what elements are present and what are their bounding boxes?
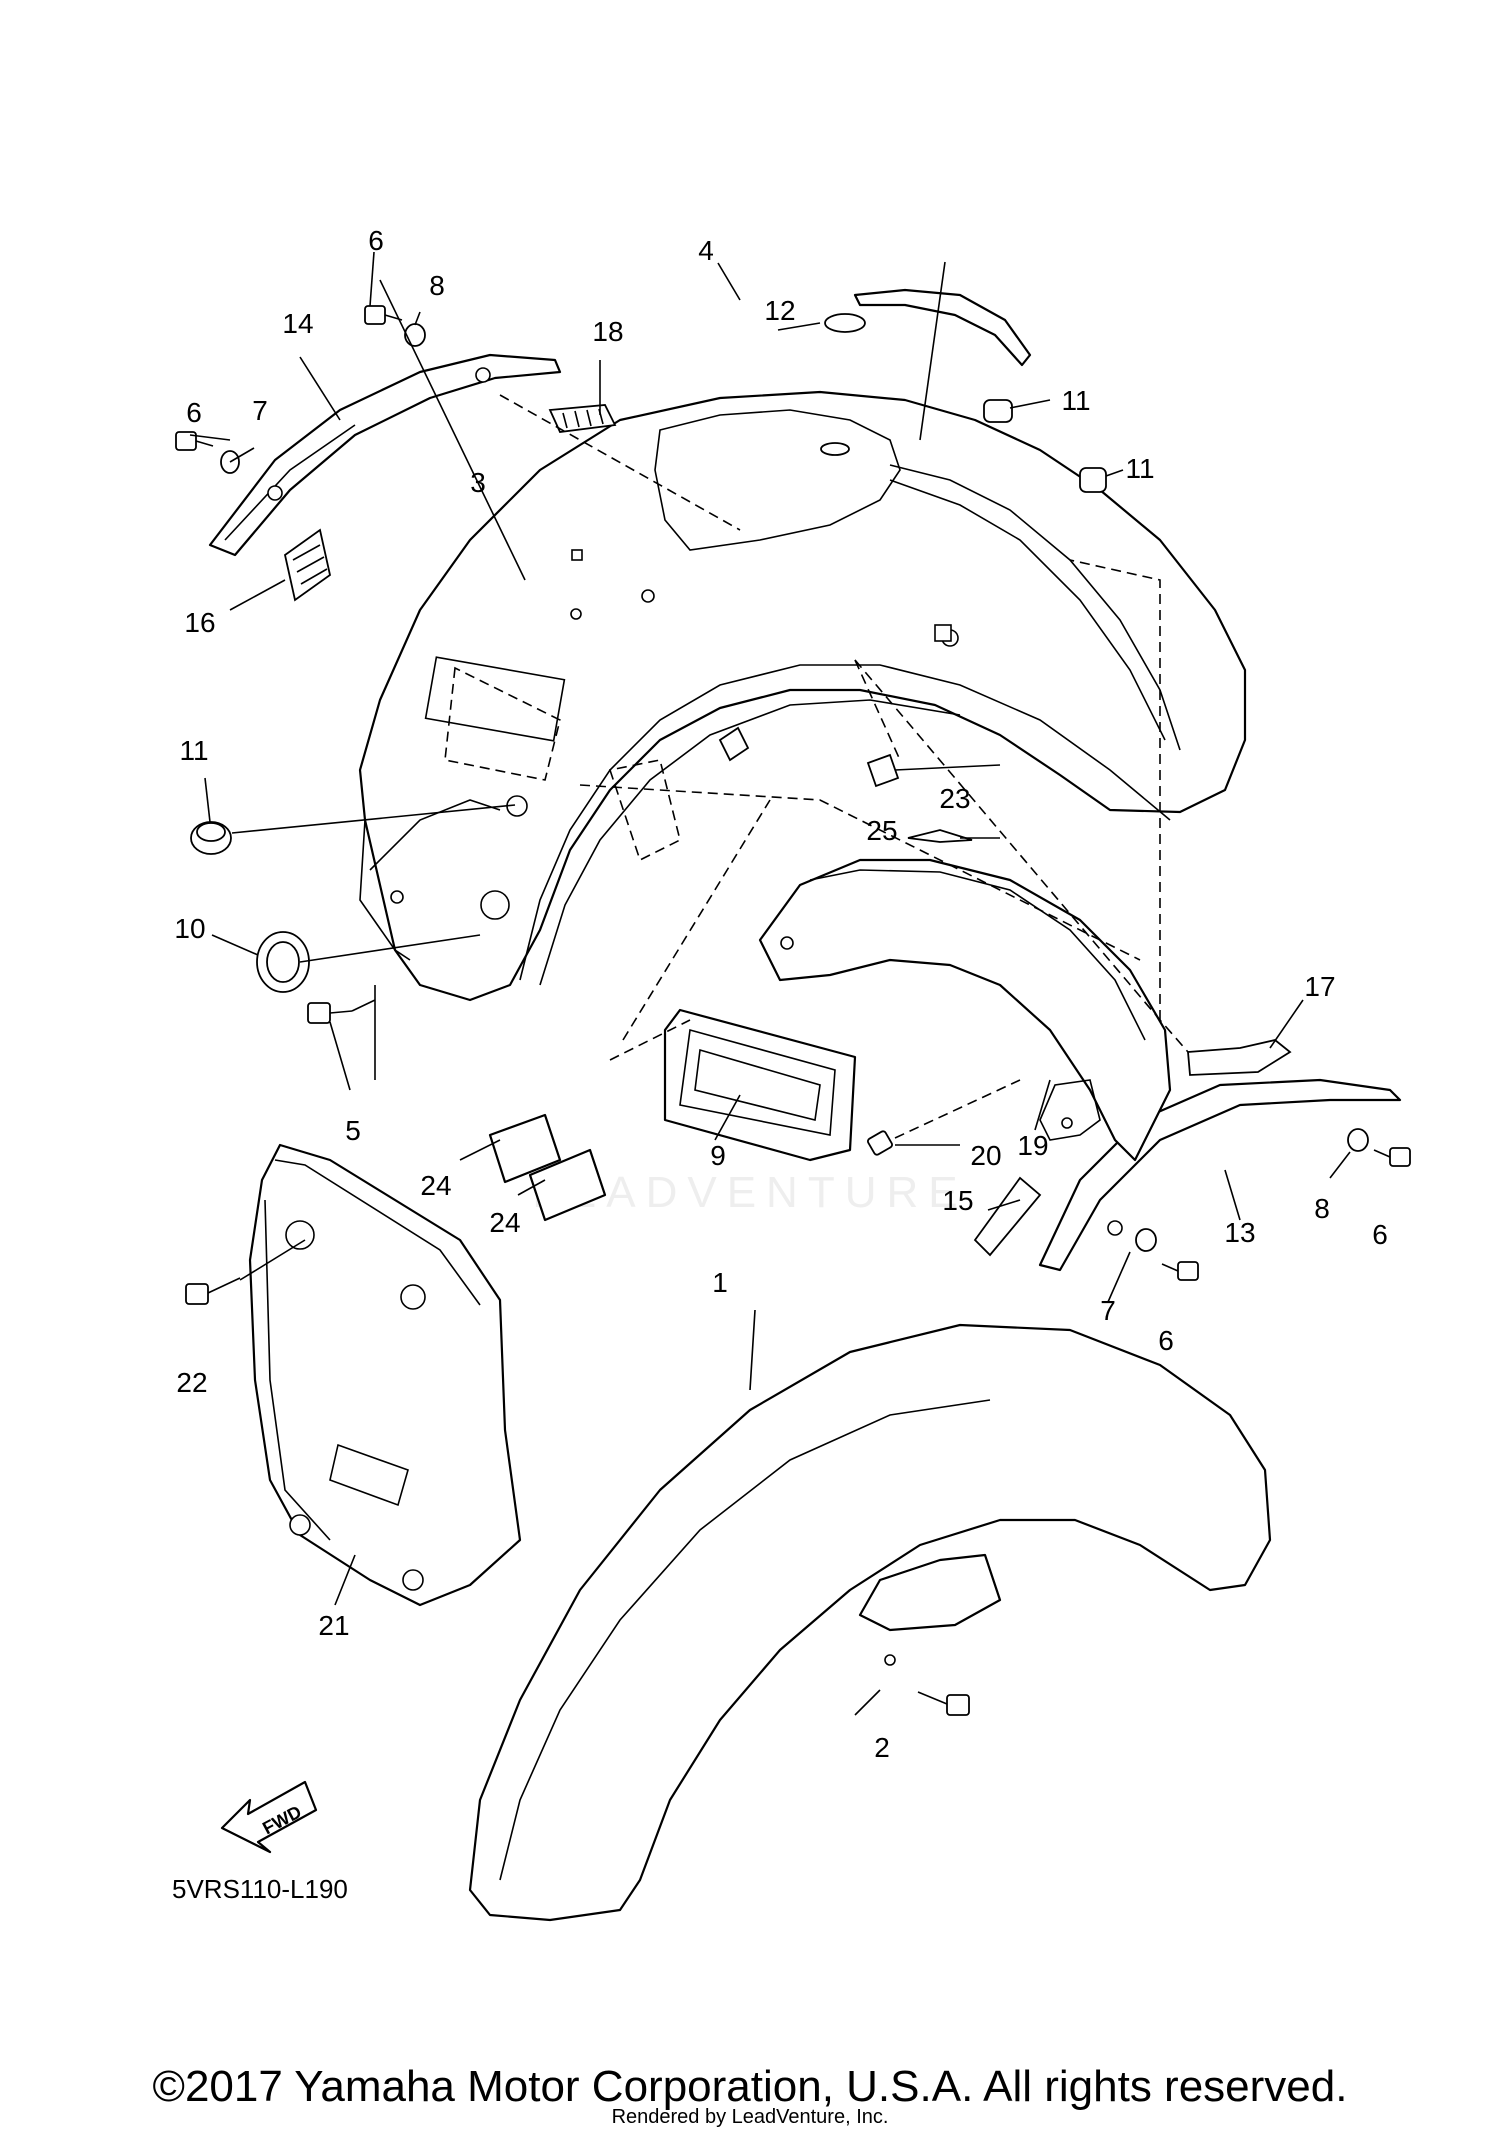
part-6-bolt	[175, 305, 1411, 1281]
part-4-fender-tip	[853, 288, 1032, 367]
diagram-code: 5VRS110-L190	[172, 1874, 348, 1904]
bolts	[175, 305, 1411, 1716]
callout-17: 17	[1304, 971, 1335, 1002]
callout-21: 21	[318, 1610, 349, 1641]
callout-23: 23	[939, 783, 970, 814]
callout-9: 9	[710, 1140, 726, 1171]
part-16-cover	[283, 528, 332, 602]
callout-8-top: 8	[429, 270, 445, 301]
part-24-labels	[488, 1113, 607, 1222]
part-17-cover	[1187, 1039, 1292, 1076]
fwd-direction-arrow: FWD	[220, 1780, 318, 1854]
part-19-inner-fender	[758, 858, 1172, 1162]
callout-19: 19	[1017, 1130, 1048, 1161]
copyright-notice: ©2017 Yamaha Motor Corporation, U.S.A. A…	[152, 2062, 1348, 2111]
callout-11-top: 11	[1061, 385, 1090, 416]
callout-10: 10	[174, 913, 205, 944]
part-14-rail	[208, 353, 562, 557]
callout-6-left: 6	[186, 397, 202, 428]
part-21-side-cover	[248, 1143, 522, 1607]
part-12-grommet	[820, 313, 866, 456]
callout-4: 4	[698, 235, 714, 266]
callout-3: 3	[470, 467, 486, 498]
part-25-label	[907, 829, 973, 843]
callout-5: 5	[345, 1115, 361, 1146]
callout-8-right: 8	[1314, 1193, 1330, 1224]
callout-1: 1	[712, 1267, 728, 1298]
part-10-grommet	[256, 931, 310, 993]
callout-22: 22	[176, 1367, 207, 1398]
callout-11-right: 11	[1125, 453, 1154, 484]
callout-13: 13	[1224, 1217, 1255, 1248]
part-18-cover	[548, 404, 617, 433]
part-22-bolt	[185, 1277, 241, 1305]
part-3-rear-fender	[358, 390, 1247, 1002]
part-5-bolt	[307, 1002, 353, 1024]
callout-25: 25	[866, 815, 897, 846]
part-9-reflector	[663, 1008, 857, 1162]
callout-24-a: 24	[420, 1170, 451, 1201]
callout-24-b: 24	[489, 1207, 520, 1238]
callout-12: 12	[764, 295, 795, 326]
callout-6-top: 6	[368, 225, 384, 256]
callout-16: 16	[184, 607, 215, 638]
part-15-cover	[973, 1176, 1042, 1257]
part-2-bolt	[917, 1691, 970, 1716]
part-1-front-fender	[468, 1323, 1272, 1922]
callout-14: 14	[282, 308, 313, 339]
part-20-screw	[867, 1130, 893, 1156]
rendered-by-notice: Rendered by LeadVenture, Inc.	[611, 2106, 889, 2128]
callout-labels: 4 6 8 18 14 12 11 11 6 7 3 16 11 23 25 1…	[172, 225, 1388, 1904]
callout-11-left: 11	[179, 735, 208, 766]
callout-6-bottom: 6	[1158, 1325, 1174, 1356]
callout-20: 20	[970, 1140, 1001, 1171]
callout-6-right: 6	[1372, 1219, 1388, 1250]
assembly-dashed-lines	[231, 394, 1189, 1281]
callout-2: 2	[874, 1732, 890, 1763]
part-13-rail	[1038, 1078, 1402, 1272]
callout-leaders	[189, 251, 1351, 1716]
callout-7-right: 7	[1100, 1295, 1116, 1326]
part-23-nut	[866, 753, 900, 788]
callout-18: 18	[592, 316, 623, 347]
callout-15: 15	[942, 1185, 973, 1216]
part-11-damper	[190, 399, 1107, 855]
callout-7-left: 7	[252, 395, 268, 426]
